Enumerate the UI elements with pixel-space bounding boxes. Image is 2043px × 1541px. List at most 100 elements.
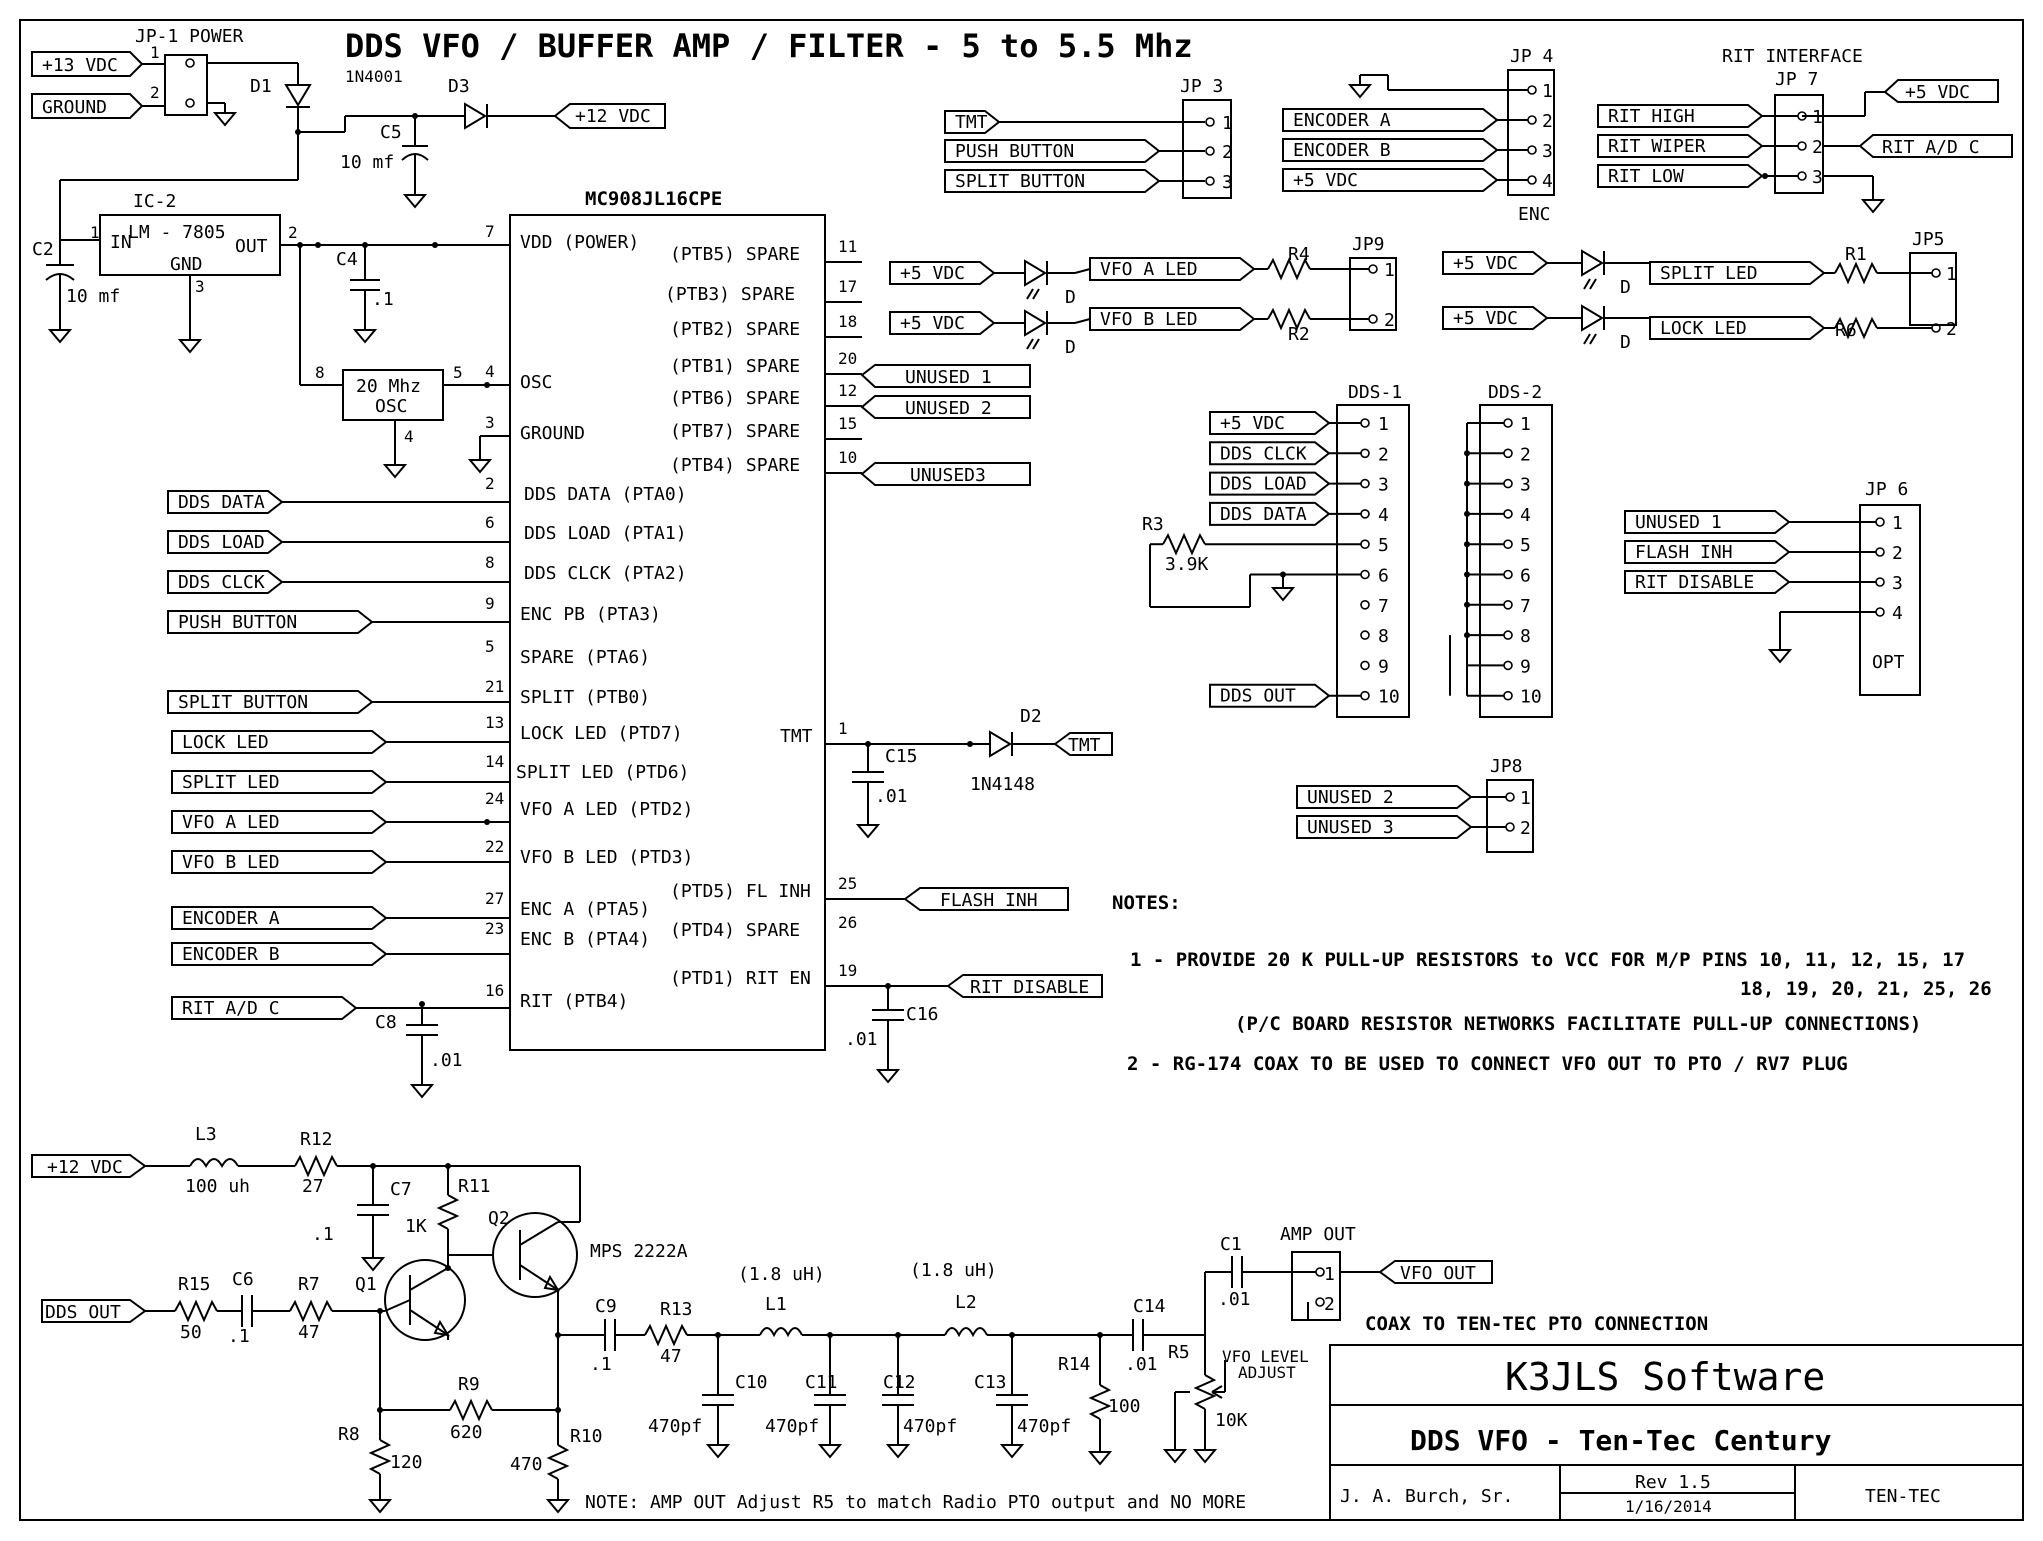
jp5-vdc-text: +5 VDC: [1453, 308, 1518, 329]
svg-text:FLASH INH: FLASH INH: [940, 890, 1038, 911]
left-signal-flag-text: DDS LOAD: [178, 532, 265, 553]
border: [19, 19, 2024, 1521]
led-diode: [1024, 259, 1047, 287]
jp5-vdc-text: +5 VDC: [1453, 253, 1518, 274]
pin: [1205, 176, 1215, 186]
jp8-signal: [1296, 785, 1473, 809]
ground: [1767, 649, 1793, 664]
left-signal-flag: [171, 810, 388, 834]
mcu-pin-label: GROUND: [520, 423, 585, 444]
svg-text:RIT DISABLE: RIT DISABLE: [970, 977, 1089, 998]
left-signal-flag: [167, 530, 284, 554]
pin: [1368, 314, 1378, 324]
mcu-pin-label: (PTB5) SPARE: [670, 244, 800, 265]
left-signal-flag-text: DDS DATA: [178, 492, 265, 513]
jp9-led-signal: [1089, 257, 1256, 281]
jp3-signal-text: SPLIT BUTTON: [955, 171, 1085, 192]
svg-text:UNUSED 2: UNUSED 2: [905, 398, 992, 419]
svg-text:.1: .1: [228, 1326, 250, 1347]
svg-text:IN: IN: [110, 232, 132, 253]
jp9-led-signal-text: VFO B LED: [1100, 309, 1198, 330]
pin: [1797, 141, 1807, 151]
buffer-amp: +12 VDC L3 100 uh R12 27 C7 .1 R11 1K Q1: [31, 1124, 1493, 1513]
svg-text:1N4148: 1N4148: [970, 774, 1035, 795]
pin: [1503, 630, 1513, 640]
svg-text:TMT: TMT: [1068, 735, 1101, 756]
jp7-signal: [1597, 134, 1764, 158]
mcu-pin-number: 16: [485, 981, 504, 1000]
svg-text:.1: .1: [372, 289, 394, 310]
pin: [1360, 509, 1370, 519]
pin-number: 3: [1542, 141, 1553, 162]
mcu-pin-label: VFO A LED (PTD2): [520, 799, 693, 820]
svg-text:C8: C8: [375, 1012, 397, 1033]
pin: [1527, 145, 1537, 155]
junction: [1762, 173, 1768, 179]
svg-text:L3: L3: [195, 1124, 217, 1145]
pin-number: 2: [1520, 444, 1531, 465]
jp5-led-signal-text: LOCK LED: [1660, 318, 1747, 339]
left-signal-flag-text: ENCODER B: [182, 944, 280, 965]
svg-text:R5: R5: [1168, 1342, 1190, 1363]
pin-number: 2: [1542, 111, 1553, 132]
pin-number: 1: [1520, 414, 1531, 435]
mcu-right-signals: UNUSED 1 UNUSED 2 UNUSED3 D2 TMT 1N4148 …: [375, 364, 1113, 1098]
left-signal-flag-text: ENCODER A: [182, 908, 280, 929]
svg-text:R9: R9: [458, 1374, 480, 1395]
svg-text:18, 19, 20, 21, 25, 26: 18, 19, 20, 21, 25, 26: [1740, 978, 1992, 1000]
left-signal-flag: [171, 730, 388, 754]
svg-text:VFO LEVEL: VFO LEVEL: [1222, 1347, 1309, 1366]
mcu-pin-number: 9: [485, 594, 495, 613]
mcu-pin-number: 21: [485, 677, 504, 696]
jp7-signal-text: RIT LOW: [1608, 166, 1684, 187]
jp6-signal-text: RIT DISABLE: [1635, 572, 1754, 593]
mcu-pin-label: SPLIT (PTB0): [520, 687, 650, 708]
pin-number: 2: [1946, 319, 1957, 340]
mcu-pin-label: OSC: [520, 372, 553, 393]
svg-text:1: 1: [90, 223, 100, 242]
mcu-pin-label: ENC PB (PTA3): [520, 604, 661, 625]
svg-text:R13: R13: [660, 1299, 693, 1320]
pin: [1360, 690, 1370, 701]
jp8-signal-text: UNUSED 3: [1307, 817, 1394, 838]
mcu-pin-number: 20: [838, 349, 857, 368]
led-d: D: [1065, 287, 1076, 308]
resistor: [1162, 532, 1206, 556]
jp4-signal: [1282, 138, 1499, 162]
jp9-vdc-text: +5 VDC: [900, 263, 965, 284]
dds1-signal-text: DDS DATA: [1220, 504, 1307, 525]
mcu-pin-label: (PTB3) SPARE: [665, 284, 795, 305]
mcu-pin-label: (PTB2) SPARE: [670, 319, 800, 340]
jp3-signal: [944, 169, 1161, 193]
svg-text:JP 3: JP 3: [1180, 76, 1223, 97]
jp4-signal: [1282, 168, 1499, 192]
junction: [1464, 601, 1470, 608]
mcu-pin-label: (PTD5) FL INH: [670, 881, 811, 902]
junction: [484, 819, 490, 825]
junction: [1464, 510, 1470, 517]
pin-number: 2: [1378, 444, 1389, 465]
svg-text:2: 2: [150, 83, 160, 102]
mcu-pin-number: 10: [838, 448, 857, 467]
svg-text:ENC: ENC: [1518, 204, 1551, 225]
svg-text:R11: R11: [458, 1176, 491, 1197]
pin: [1503, 509, 1513, 519]
svg-text:R3: R3: [1142, 514, 1164, 535]
pin: [1527, 115, 1537, 125]
led-d: D: [1065, 337, 1076, 358]
svg-text:47: 47: [660, 1346, 682, 1367]
cap-value: 470pf: [1017, 1416, 1071, 1437]
svg-text:R14: R14: [1058, 1354, 1091, 1375]
pin: [1505, 822, 1515, 832]
pin-number: 1: [1812, 107, 1823, 128]
svg-text:OUT: OUT: [235, 236, 268, 257]
junction: [1464, 480, 1470, 487]
mcu-pin-label: ENC A (PTA5): [520, 899, 650, 920]
jp4-signal-text: ENCODER A: [1293, 110, 1391, 131]
mcu-pin-number: 6: [485, 513, 495, 532]
resistor: [1267, 257, 1311, 281]
